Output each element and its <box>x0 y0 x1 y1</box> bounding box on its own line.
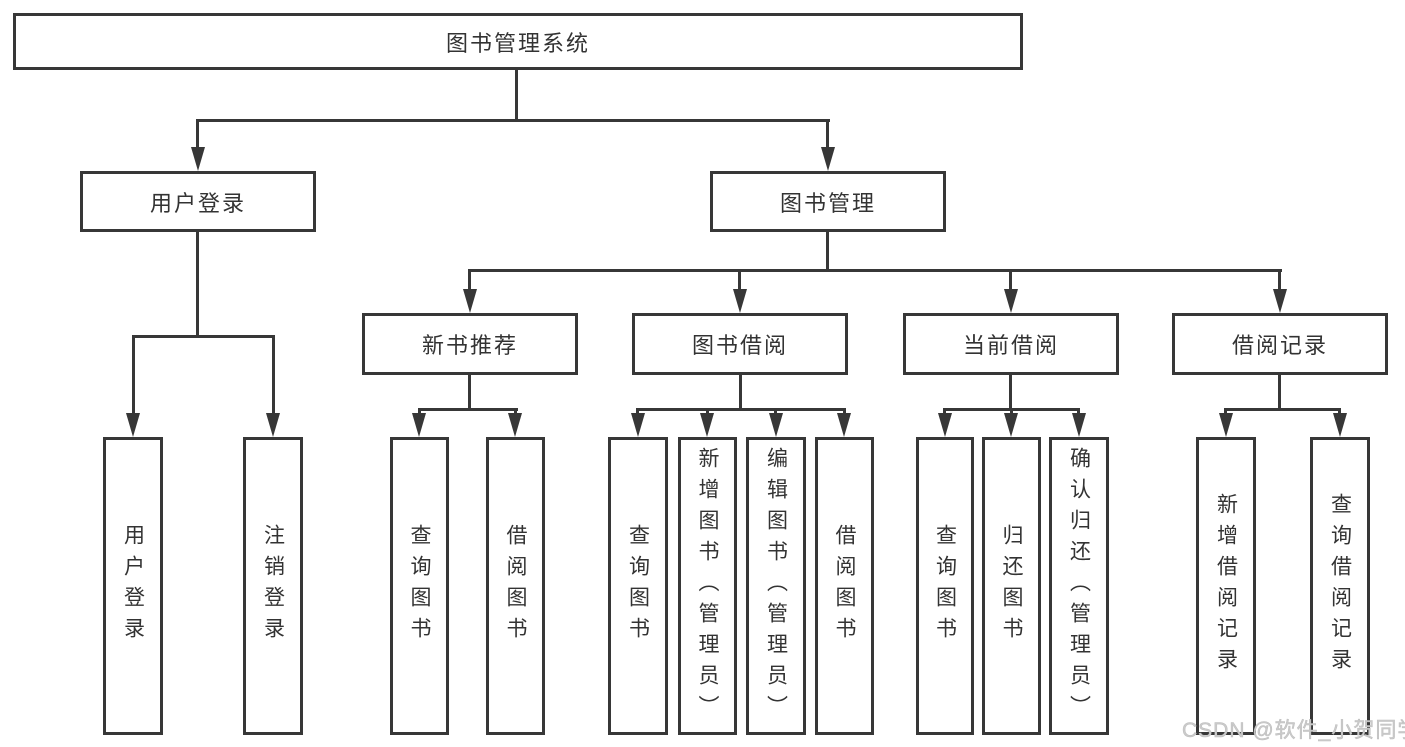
arrow-down-icon <box>821 147 835 171</box>
leaf-cb-query-books-label: 查询图书 <box>933 524 957 648</box>
arrow-down-icon <box>1273 289 1287 313</box>
arrow-down-icon <box>1004 289 1018 313</box>
arrow-down-icon <box>412 413 426 437</box>
node-book-borrow-label: 图书借阅 <box>691 333 788 358</box>
leaf-bb-borrow-books-label: 借阅图书 <box>833 524 856 648</box>
leaf-cb-confirm-return: 确认归还（管理员） <box>1049 437 1109 735</box>
connector-vline <box>196 119 199 149</box>
arrow-down-icon <box>769 413 783 437</box>
arrow-down-icon <box>1333 413 1347 437</box>
connector-vline <box>826 119 829 149</box>
leaf-rec-borrow-books-label: 借阅图书 <box>504 524 527 648</box>
connector-vline <box>132 335 135 415</box>
node-current-borrow-label: 当前借阅 <box>962 333 1059 358</box>
arrow-down-icon <box>126 413 140 437</box>
connector-vline <box>418 408 421 417</box>
connector-vline <box>468 375 471 411</box>
connector-vline <box>843 408 846 417</box>
leaf-bb-add-books: 新增图书（管理员） <box>678 437 737 735</box>
leaf-bb-edit-books-label: 编辑图书（管理员） <box>764 446 788 726</box>
connector-vline <box>272 335 275 415</box>
leaf-rec-query-books: 查询图书 <box>390 437 449 735</box>
leaf-user-login: 用户登录 <box>103 437 163 735</box>
connector-hline <box>132 335 275 338</box>
connector-vline <box>515 70 518 121</box>
leaf-cb-confirm-return-label: 确认归还（管理员） <box>1067 446 1091 726</box>
connector-vline <box>943 408 946 417</box>
connector-hline <box>1224 408 1341 411</box>
leaf-rec-borrow-books: 借阅图书 <box>486 437 545 735</box>
arrow-down-icon <box>938 413 952 437</box>
arrow-down-icon <box>733 289 747 313</box>
connector-vline <box>1278 375 1281 411</box>
node-root: 图书管理系统 <box>13 13 1023 70</box>
leaf-bb-borrow-books: 借阅图书 <box>815 437 874 735</box>
connector-vline <box>1009 375 1012 411</box>
node-book-management: 图书管理 <box>710 171 946 232</box>
connector-hline <box>196 119 830 122</box>
arrow-down-icon <box>1004 413 1018 437</box>
connector-hline <box>636 408 846 411</box>
csdn-watermark: CSDN @软件_小贺同学 <box>1182 719 1405 743</box>
leaf-cb-return-books-label: 归还图书 <box>1000 524 1023 648</box>
node-root-label: 图书管理系统 <box>445 30 590 56</box>
node-borrow-records: 借阅记录 <box>1172 313 1388 375</box>
leaf-rec-query-books-label: 查询图书 <box>408 524 431 648</box>
arrow-down-icon <box>508 413 522 437</box>
arrow-down-icon <box>266 413 280 437</box>
leaf-bb-add-books-label: 新增图书（管理员） <box>696 446 719 726</box>
arrow-down-icon <box>191 147 205 171</box>
arrow-down-icon <box>1219 413 1233 437</box>
node-current-borrow: 当前借阅 <box>903 313 1119 375</box>
leaf-logout: 注销登录 <box>243 437 303 735</box>
leaf-bb-query-books-label: 查询图书 <box>626 524 650 648</box>
leaf-cb-return-books: 归还图书 <box>982 437 1041 735</box>
node-book-management-label: 图书管理 <box>779 190 876 216</box>
leaf-bb-query-books: 查询图书 <box>608 437 668 735</box>
arrow-down-icon <box>1072 413 1086 437</box>
arrow-down-icon <box>463 289 477 313</box>
leaf-br-query-record: 查询借阅记录 <box>1310 437 1370 735</box>
leaf-logout-label: 注销登录 <box>261 524 285 648</box>
connector-vline <box>826 232 829 272</box>
node-borrow-records-label: 借阅记录 <box>1231 333 1328 358</box>
connector-vline <box>1009 269 1012 291</box>
connector-vline <box>1077 408 1080 417</box>
arrow-down-icon <box>837 413 851 437</box>
connector-vline <box>706 408 709 417</box>
connector-vline <box>514 408 517 417</box>
connector-vline <box>1224 408 1227 417</box>
node-user-login: 用户登录 <box>80 171 316 232</box>
leaf-bb-edit-books: 编辑图书（管理员） <box>746 437 806 735</box>
connector-vline <box>1338 408 1341 417</box>
leaf-br-query-record-label: 查询借阅记录 <box>1328 493 1352 679</box>
arrow-down-icon <box>631 413 645 437</box>
connector-vline <box>1010 408 1013 417</box>
node-new-book-recommend: 新书推荐 <box>362 313 578 375</box>
leaf-user-login-label: 用户登录 <box>121 524 145 648</box>
connector-vline <box>468 269 471 291</box>
connector-vline <box>774 408 777 417</box>
node-user-login-label: 用户登录 <box>149 190 246 216</box>
connector-vline <box>738 269 741 291</box>
leaf-cb-query-books: 查询图书 <box>916 437 974 735</box>
connector-hline <box>418 408 518 411</box>
connector-hline <box>468 269 1282 272</box>
leaf-br-add-record: 新增借阅记录 <box>1196 437 1256 735</box>
connector-vline <box>739 375 742 411</box>
node-book-borrow: 图书借阅 <box>632 313 848 375</box>
arrow-down-icon <box>700 413 714 437</box>
leaf-br-add-record-label: 新增借阅记录 <box>1214 493 1238 679</box>
node-new-book-recommend-label: 新书推荐 <box>421 333 518 358</box>
connector-vline <box>1278 269 1281 291</box>
connector-vline <box>636 408 639 417</box>
connector-vline <box>196 232 199 338</box>
